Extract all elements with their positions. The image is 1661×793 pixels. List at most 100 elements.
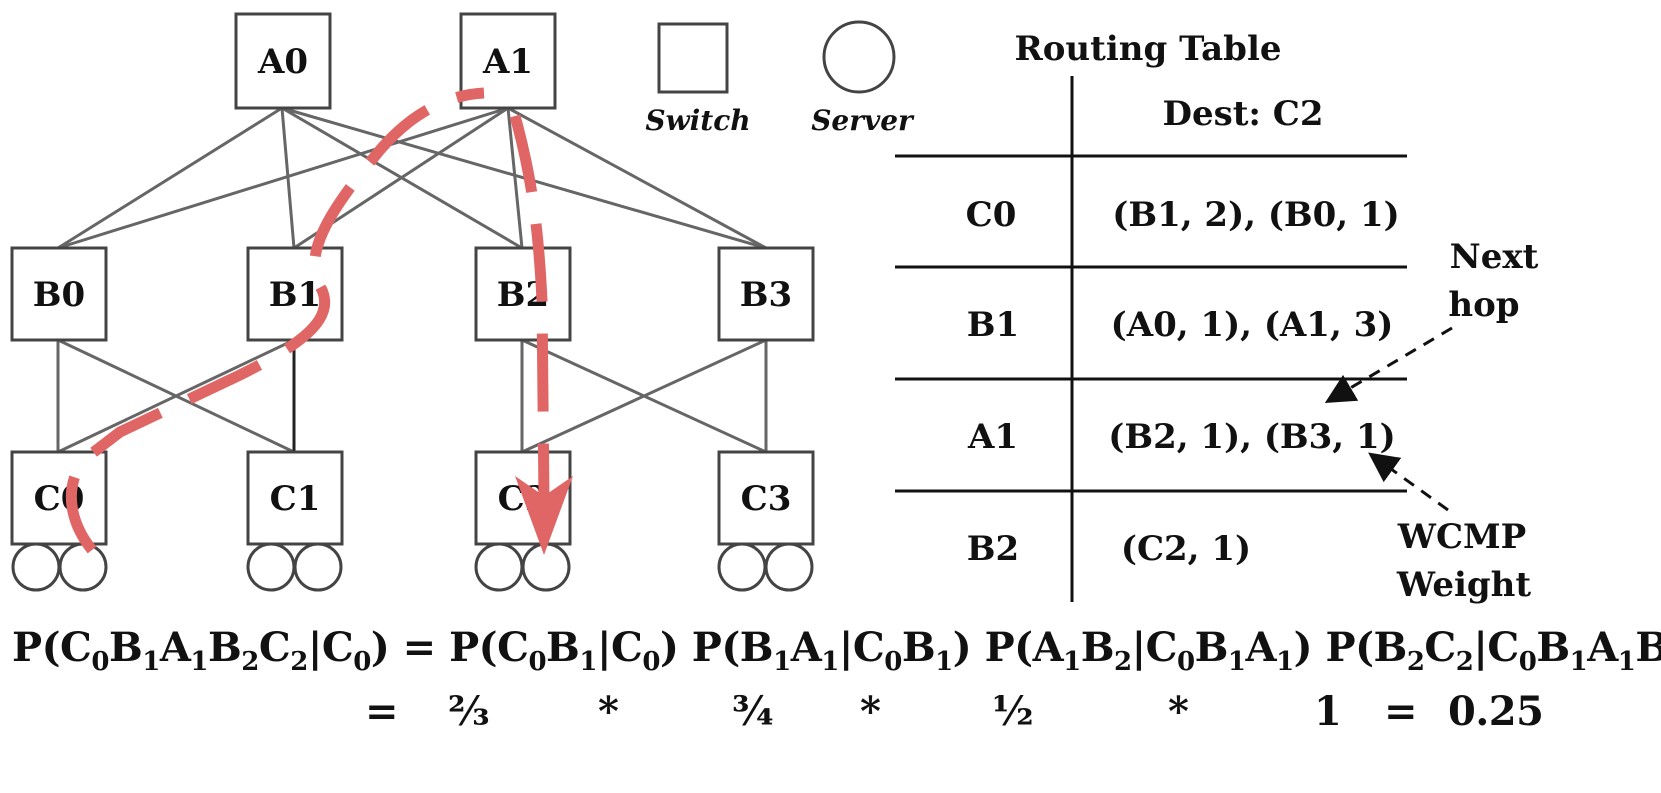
wcmp-label-line2: Weight — [1396, 565, 1531, 605]
switch-legend-icon — [657, 22, 729, 94]
server-icon — [246, 542, 296, 592]
switch-c3: C3 — [717, 450, 815, 546]
formula-text: B — [1080, 624, 1115, 671]
fraction-a1-b2: ½ — [992, 688, 1034, 735]
fraction-c0-b1: ⅔ — [448, 688, 489, 735]
formula-text: A — [1245, 624, 1277, 671]
next-hop-label-line1: Next — [1450, 237, 1539, 277]
switch-label: A1 — [482, 42, 533, 82]
formula-text: C — [1424, 624, 1456, 671]
switch-a0: A0 — [234, 12, 332, 110]
table-row-entry: (A0, 1), (A1, 3) — [1111, 305, 1394, 345]
wcmp-weight-annotation: WCMP Weight — [1368, 452, 1531, 605]
formula-text: |C — [307, 624, 354, 671]
server-legend-icon — [822, 20, 896, 94]
formula-text: P(C — [12, 624, 92, 671]
next-hop-label-line2: hop — [1448, 285, 1519, 325]
formula-subscript: 2 — [1114, 647, 1132, 677]
formula-text: A — [159, 624, 191, 671]
multiply-sign: * — [598, 688, 619, 735]
formula-text: |C — [596, 624, 643, 671]
path-arrowhead-icon — [515, 476, 573, 555]
topology-links — [56, 106, 768, 454]
multiply-sign: * — [860, 688, 881, 735]
formula-subscript: 1 — [773, 647, 791, 677]
legend-switch-label: Switch — [645, 104, 750, 137]
formula-subscript: 1 — [821, 647, 839, 677]
routing-table: Routing Table Dest: C2 C0 (B1, 2), (B0, … — [895, 29, 1407, 602]
formula-subscript: 1 — [1617, 647, 1636, 677]
servers — [11, 542, 814, 592]
result-value: 0.25 — [1448, 688, 1544, 735]
formula-subscript: 0 — [642, 647, 660, 677]
wcmp-label-line1: WCMP — [1397, 517, 1526, 557]
formula-text: B — [901, 624, 936, 671]
switch-label: B3 — [740, 275, 792, 315]
probability-formula: P(C0B1A1B2C2|C0) = P(C0B1|C0) P(B1A1|C0B… — [12, 624, 1661, 677]
formula-text: B — [546, 624, 580, 671]
switch-label: C1 — [270, 479, 321, 519]
server-icon — [521, 542, 571, 592]
formula-text: C — [258, 624, 291, 671]
formula-text: ) P(B — [1293, 624, 1408, 671]
switch-label: B1 — [269, 275, 321, 315]
formula-text: A — [790, 624, 822, 671]
formula-subscript: 0 — [91, 647, 109, 677]
next-hop-annotation: Next hop — [1324, 237, 1539, 404]
table-row-node: A1 — [967, 417, 1018, 457]
formula-subscript: 1 — [579, 647, 597, 677]
formula-subscript: 0 — [353, 647, 371, 677]
formula-text: |C — [838, 624, 885, 671]
server-icon — [58, 542, 108, 592]
switch-label: C3 — [741, 479, 792, 519]
server-icon — [717, 542, 767, 592]
switch-b0: B0 — [10, 246, 108, 342]
table-row-node: B1 — [967, 305, 1019, 345]
formula-subscript: 0 — [1518, 647, 1537, 677]
formula-subscript: 2 — [1455, 647, 1474, 677]
probability-values: = ⅔ * ¾ * ½ * 1 = 0.25 — [0, 688, 1661, 748]
formula-text: B — [1536, 624, 1570, 671]
equals-sign: = — [365, 688, 399, 735]
legend: Switch Server — [645, 20, 915, 137]
server-icon — [11, 542, 61, 592]
wcmp-weight-arrow-icon — [1368, 452, 1449, 512]
formula-subscript: 1 — [1276, 647, 1294, 677]
formula-text: B — [108, 624, 143, 671]
dest-header: Dest: C2 — [1162, 94, 1323, 134]
switch-b1: B1 — [246, 246, 344, 342]
formula-text: A — [1587, 624, 1618, 671]
server-icon — [764, 542, 814, 592]
formula-subscript: 0 — [884, 647, 902, 677]
formula-text: ) P(B — [659, 624, 774, 671]
formula-subscript: 0 — [1177, 647, 1195, 677]
table-row-entry: (B1, 2), (B0, 1) — [1112, 195, 1399, 235]
formula-text: B — [207, 624, 242, 671]
switch-c0: C0 — [10, 450, 108, 546]
path-c0-to-b1-to-a1 — [65, 87, 485, 554]
formula-text: |C — [1131, 624, 1178, 671]
server-icon — [293, 542, 343, 592]
table-row-node: C0 — [966, 195, 1017, 235]
formula-subscript: 1 — [1569, 647, 1588, 677]
table-row-node: B2 — [967, 529, 1019, 569]
legend-server-label: Server — [811, 104, 915, 137]
table-row-entry: (B2, 1), (B3, 1) — [1108, 417, 1395, 457]
fraction-b2-c2: 1 — [1314, 688, 1342, 735]
formula-subscript: 0 — [528, 647, 547, 677]
table-row-entry: (C2, 1) — [1121, 529, 1251, 569]
wcmp-path — [65, 87, 573, 555]
formula-subscript: 1 — [1227, 647, 1246, 677]
switch-c1: C1 — [246, 450, 344, 546]
switch-b3: B3 — [717, 246, 815, 342]
server-icon — [474, 542, 524, 592]
formula-subscript: 1 — [190, 647, 208, 677]
fraction-b1-a1: ¾ — [732, 688, 774, 735]
formula-subscript: 2 — [241, 647, 259, 677]
formula-subscript: 2 — [290, 647, 308, 677]
formula-text: ) = P(C — [370, 624, 529, 671]
formula-text: |C — [1473, 624, 1519, 671]
switch-b2: B2 — [474, 246, 572, 342]
next-hop-arrow-icon — [1324, 326, 1453, 404]
